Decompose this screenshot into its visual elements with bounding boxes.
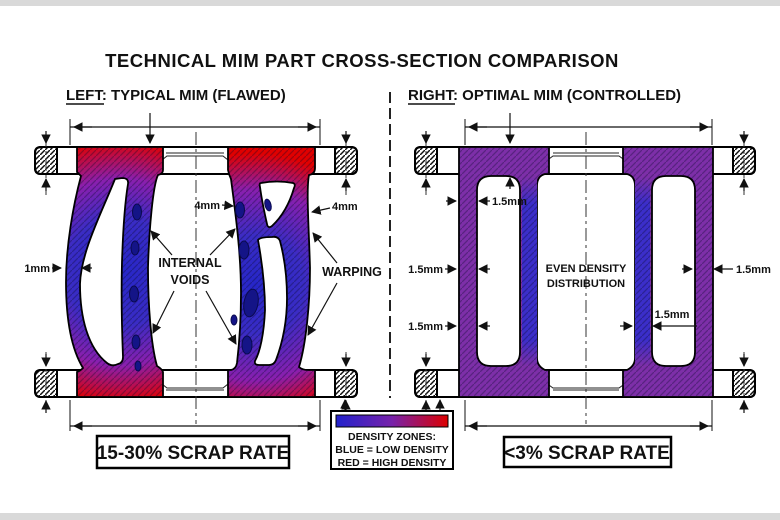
header: TECHNICAL MIM PART CROSS-SECTION COMPARI… — [66, 50, 681, 105]
even-density-label-2: DISTRIBUTION — [547, 278, 625, 290]
legend-gradient-bar — [335, 414, 449, 428]
optimal-part-drawing: 1.5mm 1.5mm 1.5mm 1.5mm 1.5mm EVEN DENSI… — [408, 113, 771, 469]
internal-voids — [129, 198, 272, 372]
optimal-left-section-hatch — [459, 147, 549, 397]
dim-1p5mm-left-lower-label: 1.5mm — [408, 321, 443, 333]
optimal-scrap-rate-box: <3% SCRAP RATE — [502, 435, 673, 469]
internal-voids-label-1: INTERNAL — [158, 256, 222, 270]
even-density-label-1: EVEN DENSITY — [546, 263, 627, 275]
warping-label: WARPING — [322, 265, 382, 279]
legend-red-line: RED = HIGH DENSITY — [338, 457, 447, 469]
bottom-frame-band — [0, 513, 780, 520]
flawed-annotations: 1mm 4mm 4mm INTERNAL VOIDS WARPING — [24, 200, 382, 345]
dim-4mm-left-label: 4mm — [194, 200, 220, 212]
optimal-right-section-hatch — [623, 147, 713, 397]
density-legend: DENSITY ZONES: BLUE = LOW DENSITY RED = … — [330, 399, 454, 470]
flawed-part-drawing: 1mm 4mm 4mm INTERNAL VOIDS WARPING 15-30… — [24, 113, 382, 470]
right-heading: RIGHT: OPTIMAL MIM (CONTROLLED) — [408, 87, 681, 104]
dim-1mm-label: 1mm — [24, 263, 50, 275]
optimal-flange-caps — [414, 134, 756, 414]
flawed-barrel-contours — [156, 152, 234, 391]
optimal-scrap-rate-text: <3% SCRAP RATE — [504, 443, 670, 464]
page-title: TECHNICAL MIM PART CROSS-SECTION COMPARI… — [105, 50, 619, 71]
legend-blue-line: BLUE = LOW DENSITY — [335, 444, 448, 456]
dim-1p5mm-top-label: 1.5mm — [492, 196, 527, 208]
dim-1p5mm-left-mid-label: 1.5mm — [408, 264, 443, 276]
internal-voids-label-2: VOIDS — [171, 273, 210, 287]
flawed-right-section-hatch — [228, 147, 315, 397]
optimal-dimensions — [421, 113, 749, 431]
flawed-scrap-rate-box: 15-30% SCRAP RATE — [95, 434, 291, 470]
flawed-dimensions — [41, 113, 351, 431]
top-frame-band — [0, 0, 780, 6]
dim-1p5mm-inner-lower-label: 1.5mm — [655, 309, 690, 321]
dim-4mm-right-label: 4mm — [332, 201, 358, 213]
optimal-annotations: 1.5mm 1.5mm 1.5mm 1.5mm 1.5mm EVEN DENSI… — [408, 196, 771, 333]
flawed-scrap-rate-text: 15-30% SCRAP RATE — [97, 443, 290, 464]
legend-title: DENSITY ZONES: — [348, 431, 436, 443]
left-heading: LEFT: TYPICAL MIM (FLAWED) — [66, 87, 286, 104]
dim-1p5mm-right-mid-label: 1.5mm — [736, 264, 771, 276]
